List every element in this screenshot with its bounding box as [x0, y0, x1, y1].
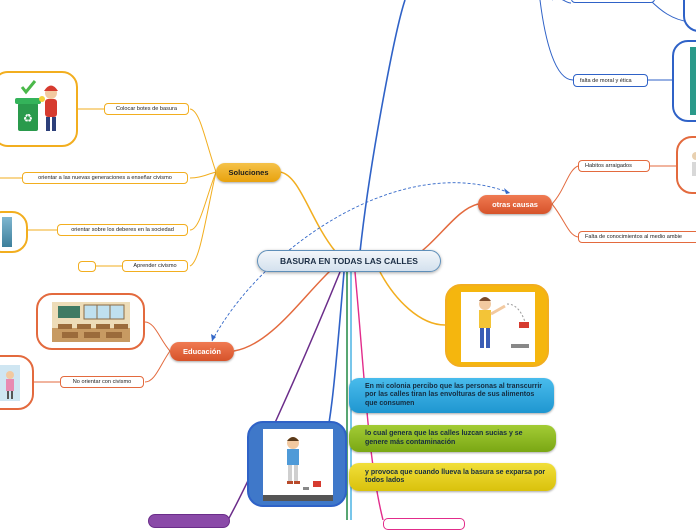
- moral-image-node[interactable]: [672, 40, 696, 122]
- otras-causas-label: otras causas: [492, 200, 538, 209]
- recycle-bin-illustration: ♻: [15, 80, 58, 131]
- moral-illustration: [690, 47, 696, 115]
- colocar-botes-label: Colocar botes de basura: [116, 106, 177, 112]
- svg-text:♻: ♻: [23, 112, 33, 125]
- falta-conocimientos-node[interactable]: Falta de conocimientos al medio ambie: [578, 231, 696, 243]
- child-trash-image-node[interactable]: [247, 421, 347, 507]
- classroom-image-node[interactable]: [36, 293, 145, 350]
- no-orientar-label: No orientar con civismo: [72, 379, 132, 385]
- civismo-image-node[interactable]: [0, 355, 34, 410]
- note-calles-sucias-text: lo cual genera que las calles luzcan suc…: [365, 430, 523, 446]
- note-lluvia-text: y provoca que cuando llueva la basura se…: [365, 468, 546, 484]
- falta-conocimientos-label: Falta de conocimientos al medio ambie: [585, 234, 683, 240]
- man-throwing-trash-image-node[interactable]: [445, 284, 549, 367]
- soluciones-label: Soluciones: [228, 168, 269, 177]
- classroom-illustration: [52, 302, 130, 342]
- no-orientar-node[interactable]: No orientar con civismo: [60, 376, 144, 388]
- habitos-image-node[interactable]: [676, 136, 696, 194]
- deberes-image-node[interactable]: [0, 211, 28, 253]
- note-lluvia[interactable]: y provoca que cuando llueva la basura se…: [349, 463, 556, 491]
- orientar-deberes-node[interactable]: orientar sobre los deberes en la socieda…: [57, 224, 188, 236]
- man-throwing-trash-illustration: [461, 292, 535, 362]
- aprender-civismo-node[interactable]: Aprender civismo: [122, 260, 188, 272]
- recycle-bin-image-node[interactable]: ♻: [0, 71, 78, 147]
- habitos-node[interactable]: Habitos arraigados: [578, 160, 650, 172]
- falta-moral-label: falta de moral y ética: [580, 77, 632, 84]
- bottom-purple-node[interactable]: [148, 514, 230, 528]
- note-colonia-text: En mi colonia percibo que las personas a…: [365, 382, 542, 407]
- note-calles-sucias[interactable]: lo cual genera que las calles luzcan suc…: [349, 425, 556, 452]
- educacion-label: Educación: [183, 347, 221, 356]
- central-topic-label: BASURA EN TODAS LAS CALLES: [280, 256, 418, 266]
- habitos-label: Habitos arraigados: [585, 163, 632, 169]
- falta-moral-node[interactable]: falta de moral y ética: [573, 74, 648, 87]
- aprender-civismo-label: Aprender civismo: [133, 263, 177, 269]
- child-trash-illustration: [263, 429, 333, 501]
- otras-causas-topic[interactable]: otras causas: [478, 195, 552, 214]
- top-blue-node[interactable]: [571, 0, 655, 3]
- habitos-illustration: [692, 152, 696, 176]
- civismo-illustration: [0, 365, 20, 401]
- empty-node[interactable]: [78, 261, 96, 272]
- note-colonia[interactable]: En mi colonia percibo que las personas a…: [349, 378, 554, 413]
- educacion-topic[interactable]: Educación: [170, 342, 234, 361]
- colocar-botes-node[interactable]: Colocar botes de basura: [104, 103, 189, 115]
- orientar-generaciones-node[interactable]: orientar a las nuevas generaciones a ens…: [22, 172, 188, 184]
- soluciones-topic[interactable]: Soluciones: [216, 163, 281, 182]
- central-topic[interactable]: BASURA EN TODAS LAS CALLES: [257, 250, 441, 272]
- orientar-deberes-label: orientar sobre los deberes en la socieda…: [71, 227, 174, 233]
- deberes-illustration: [2, 217, 12, 247]
- orientar-generaciones-label: orientar a las nuevas generaciones a ens…: [38, 175, 172, 181]
